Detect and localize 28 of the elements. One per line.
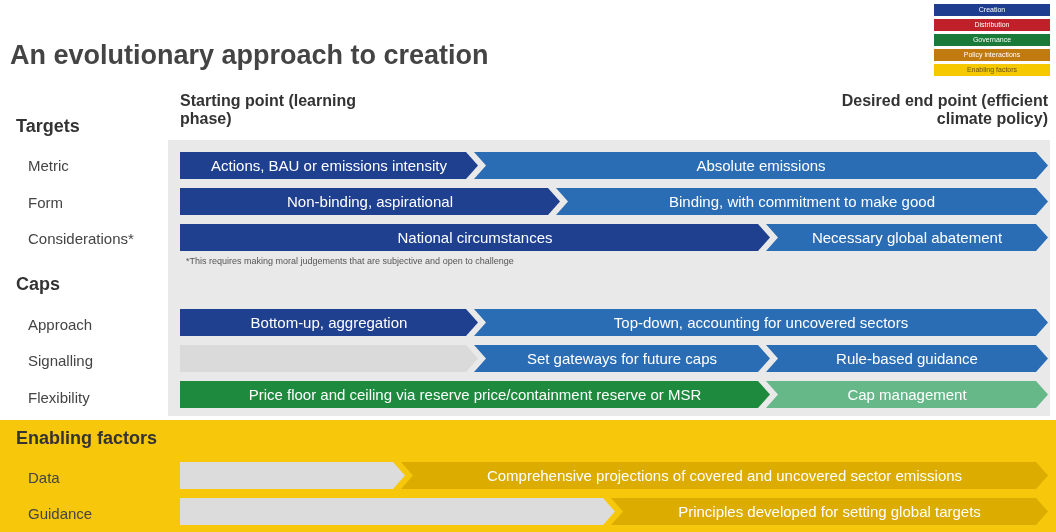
chevron-bar: Actions, BAU or emissions intensity <box>180 152 478 179</box>
chevron-bar: Binding, with commitment to make good <box>556 188 1048 215</box>
chevron-bar: Bottom-up, aggregation <box>180 309 478 336</box>
column-heading: Desired end point (efficient climate policy) <box>840 92 1048 128</box>
row-label: Considerations* <box>28 230 134 247</box>
row-label: Metric <box>28 157 69 174</box>
chevron-bar: Absolute emissions <box>474 152 1048 179</box>
chevron-bar: Principles developed for setting global targets <box>611 498 1048 525</box>
row-label: Signalling <box>28 352 94 369</box>
row-label: Approach <box>28 316 93 333</box>
row-label: Form <box>28 194 63 211</box>
chevron-bar: Top-down, accounting for uncovered sectors <box>474 309 1048 336</box>
title: An evolutionary approach to creation <box>10 40 489 71</box>
section-heading: Enabling factors <box>16 428 158 449</box>
chevron-bar: Price floor and ceiling via reserve price/containment reserve or MSR <box>180 381 770 408</box>
chevron-bar: Set gateways for future caps <box>474 345 770 372</box>
chevron-bar: Comprehensive projections of covered and uncovered sector emissions <box>401 462 1048 489</box>
row-label: Flexibility <box>28 389 90 406</box>
chevron-bar: National circumstances <box>180 224 770 251</box>
section-heading: Targets <box>16 116 80 137</box>
row-label: Guidance <box>28 505 93 522</box>
chevron-bar: Necessary global abatement <box>766 224 1048 251</box>
row-label: Data <box>28 469 60 486</box>
chevron-bar: Cap management <box>766 381 1048 408</box>
column-heading: Starting point (learning phase) <box>180 92 357 128</box>
chevron-bar: Rule-based guidance <box>766 345 1048 372</box>
chevron-bar: Non-binding, aspirational <box>180 188 560 215</box>
section-heading: Caps <box>16 274 60 295</box>
